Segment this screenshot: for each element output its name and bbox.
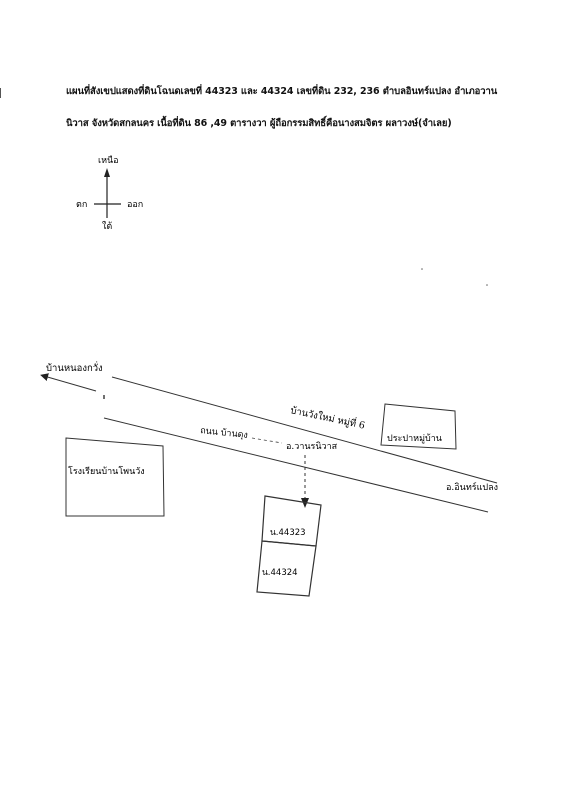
plot-44324-label: น.44324: [262, 568, 298, 578]
plot-44323-box: [261, 495, 322, 547]
speck: [486, 284, 488, 286]
compass-south-label: ใต้: [102, 221, 112, 232]
speck: [421, 268, 423, 270]
village-label: บ้านวังใหม่ หมู่ที่ 6: [289, 403, 366, 431]
title-line-1: แผนที่สังเขปแสดงที่ดินโฉนดเลขที่ 44323 แ…: [66, 86, 498, 97]
road-upper-edge: [111, 376, 498, 484]
plot-44324-box: [256, 540, 317, 597]
west-arrow-icon: [40, 373, 97, 392]
to-west-label: บ้านหนองกวั่ง: [46, 361, 103, 374]
water-supply-box: [380, 403, 457, 450]
page-edge-mark: [0, 88, 1, 98]
compass-west-label: ตก: [76, 200, 87, 210]
compass-east-label: ออก: [127, 200, 143, 210]
road-dash: [251, 437, 283, 444]
compass: เหนือ ใต้ ตก ออก: [76, 155, 143, 232]
title-line-2: นิวาส จังหวัดสกลนคร เนื้อที่ดิน 86 ,49 ต…: [66, 118, 452, 129]
road-to-label: อ.อินทร์แปลง: [446, 481, 498, 493]
plot-44323-label: น.44323: [270, 528, 306, 538]
school-label: โรงเรียนบ้านโพนวัง: [68, 466, 145, 477]
road-from-label: อ.วานรนิวาส: [286, 441, 338, 452]
road-name-label: ถนน บ้านดุง: [200, 425, 249, 441]
compass-north-label: เหนือ: [98, 155, 119, 166]
water-supply-label: ประปาหมู่บ้าน: [387, 433, 442, 444]
school-box: [65, 437, 165, 517]
north-arrow-icon: [104, 168, 110, 177]
road-lower-edge: [103, 417, 489, 513]
